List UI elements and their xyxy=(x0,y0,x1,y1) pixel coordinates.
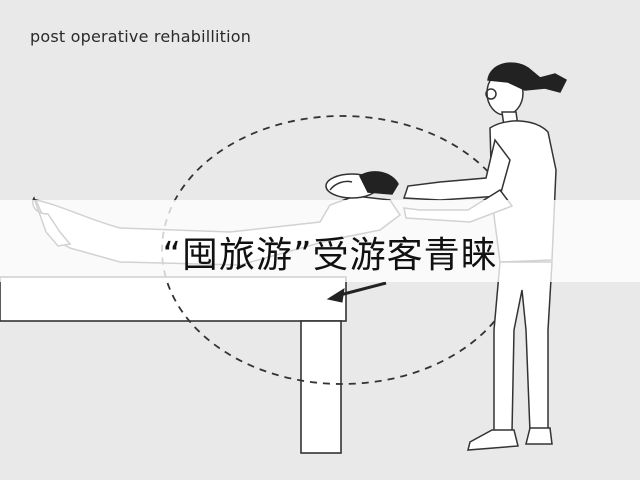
image-title: post operative rehabillition xyxy=(30,27,252,46)
overlay-caption: “囤旅游”受游客青睐 xyxy=(162,235,498,276)
treatment-table xyxy=(0,276,347,454)
overlay-banner xyxy=(0,200,640,282)
arrow-icon xyxy=(326,281,387,303)
